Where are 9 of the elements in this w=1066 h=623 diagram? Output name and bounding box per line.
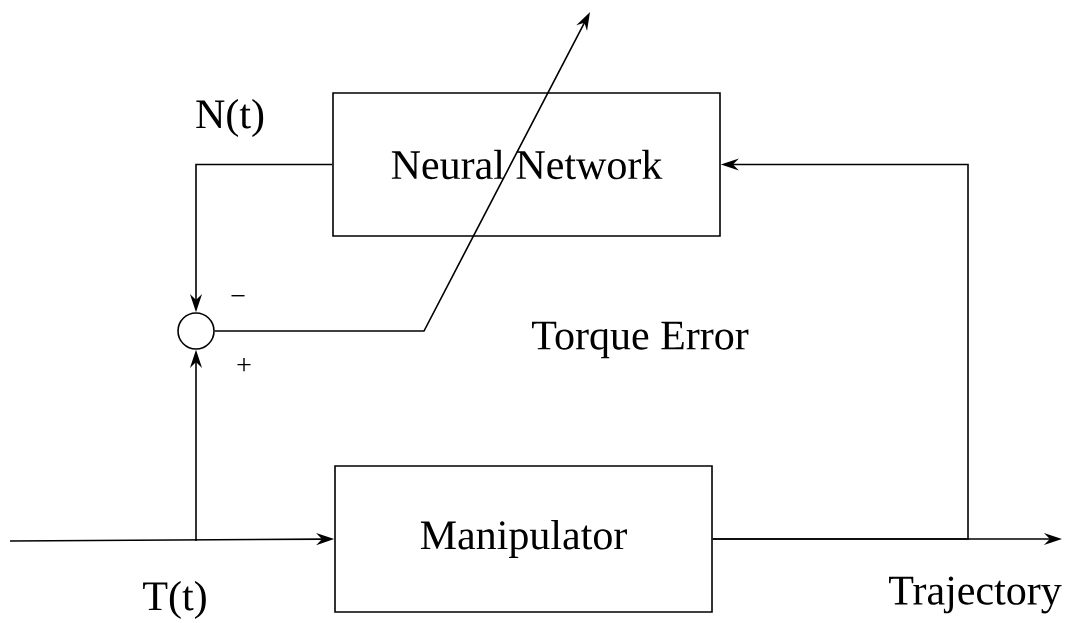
signal-label: Torque Error [532, 321, 749, 359]
edge-label: Trajectory [886, 574, 1064, 616]
process-box: Neural Network [332, 92, 721, 237]
edge-label: T(t) [140, 578, 210, 622]
process-box: Manipulator [334, 465, 713, 613]
edge-label: N(t) [193, 96, 267, 140]
summing-junction [177, 312, 215, 350]
sign-label: + [237, 358, 251, 372]
sign-label: − [231, 295, 245, 297]
